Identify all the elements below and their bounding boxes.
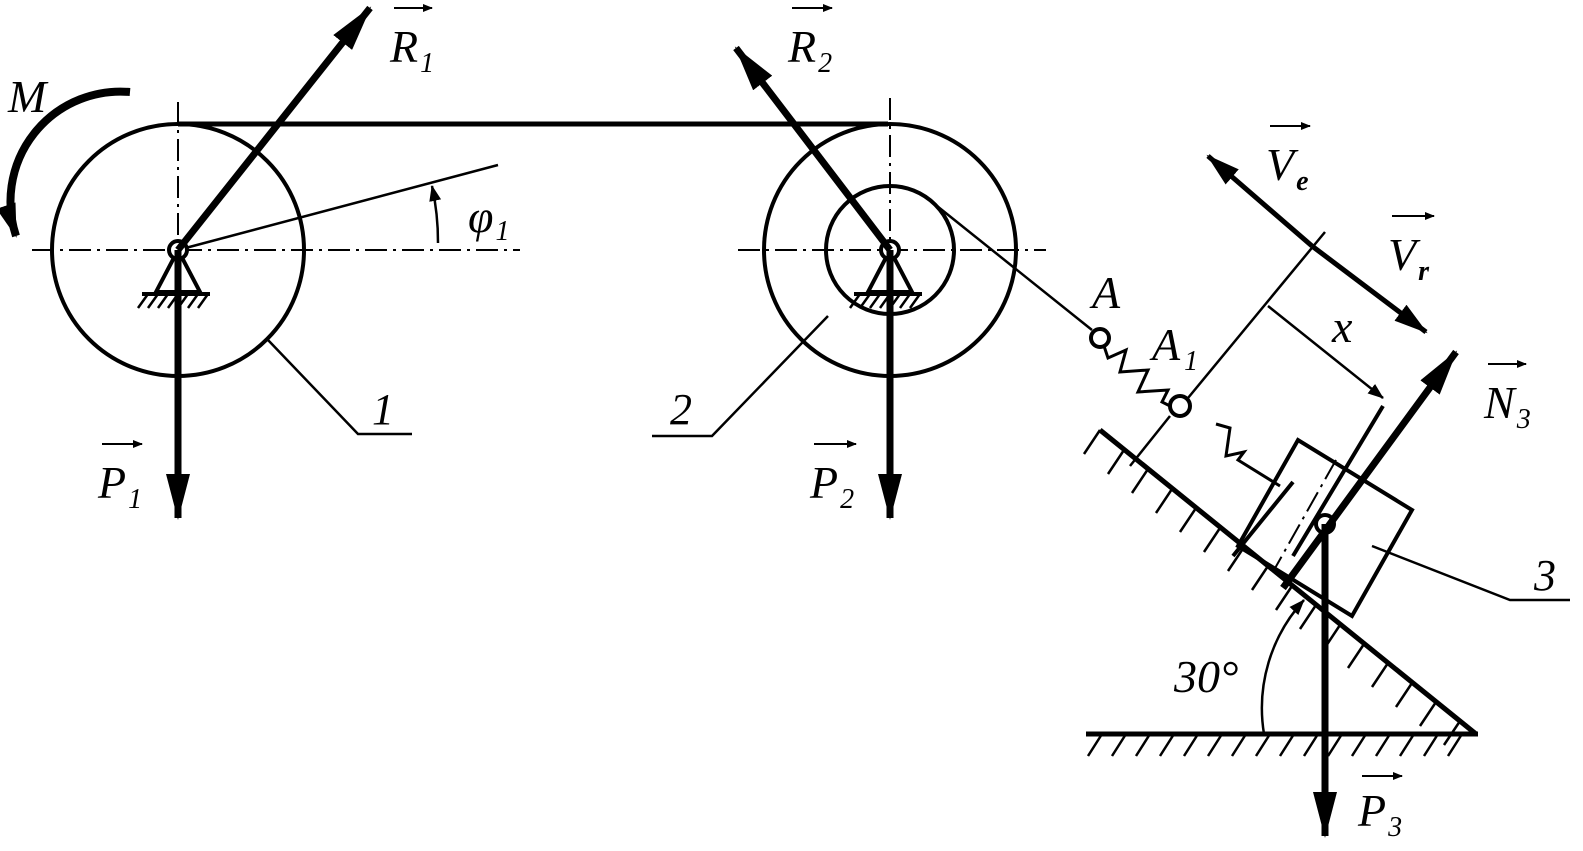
label-x: x <box>1331 301 1353 352</box>
leader-3 <box>1371 544 1570 602</box>
point-a <box>1089 327 1111 349</box>
label-point-a: A <box>1089 267 1121 318</box>
label-p1: P1 <box>97 457 142 515</box>
label-angle: φ1 <box>468 191 509 247</box>
label-incline-angle: 30° <box>1173 651 1238 702</box>
vr-arrow <box>1310 244 1428 334</box>
label-body-1: 1 <box>372 385 394 434</box>
label-p3: P3 <box>1357 785 1402 843</box>
vector-overbars <box>102 4 1527 780</box>
label-body-2: 2 <box>670 385 692 434</box>
force-vectors <box>166 5 1459 838</box>
wheel-2 <box>652 98 1046 438</box>
ve-arrow <box>1206 154 1314 248</box>
label-n3: N3 <box>1483 377 1531 435</box>
spring-a-a1 <box>1102 345 1175 410</box>
incline <box>1082 428 1478 757</box>
n3-arrow <box>1280 349 1459 591</box>
label-moment: M <box>7 71 49 122</box>
r1-arrow <box>175 5 373 253</box>
label-p2: P2 <box>809 457 854 515</box>
point-a1 <box>1168 394 1192 418</box>
cord <box>931 201 1093 331</box>
label-vr: Vr <box>1388 229 1430 287</box>
moment-arrow <box>0 87 131 238</box>
label-r2: R2 <box>787 21 832 79</box>
x-dimension <box>1267 305 1384 399</box>
angle-arc <box>1260 599 1305 735</box>
r2-arrow <box>733 45 893 253</box>
leader-1 <box>267 339 412 436</box>
label-r1: R1 <box>389 21 434 79</box>
leader-2 <box>652 315 829 438</box>
label-body-3: 3 <box>1533 551 1556 600</box>
wheel-1 <box>32 102 520 436</box>
label-ve: Ve <box>1266 139 1309 197</box>
